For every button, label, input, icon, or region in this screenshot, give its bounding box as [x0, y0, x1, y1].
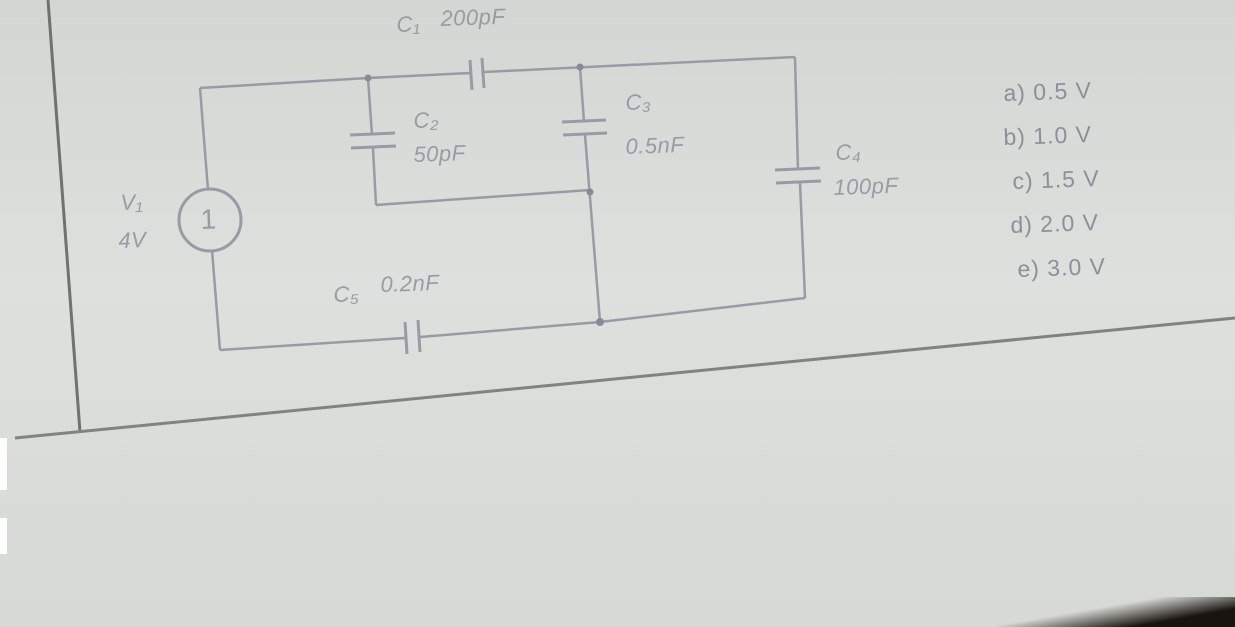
c2-plate-a: [349, 131, 396, 137]
c4-plate-a: [774, 166, 821, 172]
c3-plate-b: [562, 131, 608, 137]
c3-name-label: C₃: [625, 89, 652, 115]
source-symbol: 1: [200, 203, 218, 235]
c5-plate-b: [416, 319, 422, 353]
source-value-label: 4V: [118, 227, 147, 253]
c1-value-label: 200pF: [440, 3, 506, 31]
circuit-wires: [198, 55, 807, 352]
source-name-label: V₁: [120, 189, 144, 215]
answer-b: b) 1.0 V: [1003, 120, 1093, 150]
c1-name-label: C₁: [396, 11, 421, 37]
c5-plate-a: [403, 321, 409, 355]
c5-name-label: C₅: [333, 281, 360, 307]
answer-d: d) 2.0 V: [1010, 208, 1100, 238]
corner-shadow: [995, 597, 1235, 627]
c4-plate-b: [775, 179, 822, 185]
answer-a: a) 0.5 V: [1003, 76, 1093, 106]
edge-mark-lower: [0, 518, 7, 554]
c4-value-label: 100pF: [833, 172, 899, 200]
junction-dots: [364, 63, 604, 326]
c2-name-label: C₂: [413, 107, 440, 133]
c1-plate-b: [480, 57, 486, 89]
border-left-line: [46, 0, 82, 433]
c3-value-label: 0.5nF: [625, 131, 685, 159]
answer-c: c) 1.5 V: [1012, 164, 1101, 194]
c5-value-label: 0.2nF: [380, 269, 440, 297]
c4-name-label: C₄: [835, 139, 862, 165]
c3-plate-a: [561, 118, 607, 124]
c2-value-label: 50pF: [413, 140, 466, 167]
c2-plate-b: [350, 144, 397, 150]
voltage-source-icon: [177, 187, 243, 253]
capacitor-plates: [349, 57, 822, 355]
c1-plate-a: [468, 59, 474, 91]
answer-e: e) 3.0 V: [1017, 252, 1107, 282]
border-bottom-line: [14, 316, 1235, 440]
edge-mark-upper: [0, 438, 7, 490]
